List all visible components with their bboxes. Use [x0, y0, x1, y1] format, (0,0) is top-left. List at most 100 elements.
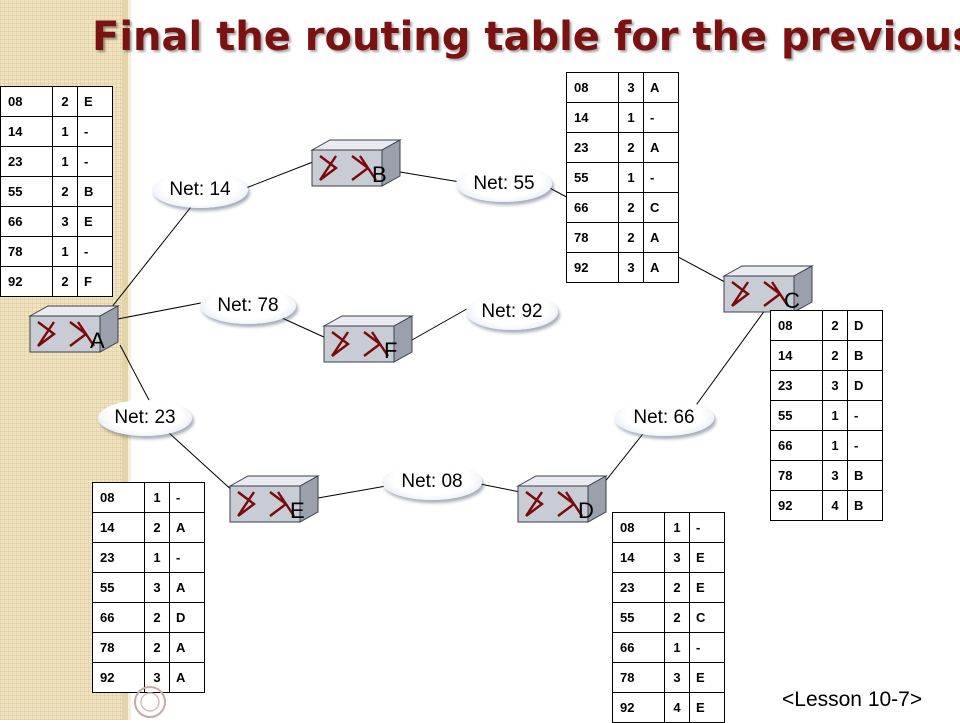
- table-cell-network: 55: [612, 602, 665, 633]
- table-cell-hops: 4: [664, 692, 690, 723]
- table-cell-next-router: A: [643, 222, 679, 253]
- table-cell-network: 14: [770, 340, 823, 371]
- network-14[interactable]: Net: 14: [152, 172, 248, 208]
- link-net08-d: [479, 483, 521, 493]
- table-cell-next-router: -: [689, 512, 725, 543]
- table-cell-network: 23: [566, 132, 619, 163]
- network-78[interactable]: Net: 78: [200, 288, 296, 324]
- table-cell-network: 66: [0, 206, 53, 237]
- side-strip-edge: [122, 0, 128, 720]
- network-55[interactable]: Net: 55: [456, 166, 552, 202]
- link-d-net66: [599, 429, 647, 489]
- seal-logo: [134, 686, 166, 718]
- network-08-label: Net: 08: [401, 471, 463, 492]
- page-title: Final the routing table for the previous: [92, 14, 960, 60]
- table-cell-network: 78: [612, 662, 665, 693]
- network-23-label: Net: 23: [114, 407, 176, 428]
- table-cell-hops: 2: [52, 266, 78, 297]
- router-b[interactable]: B: [306, 138, 402, 190]
- table-cell-hops: 2: [618, 222, 644, 253]
- table-cell-hops: 1: [52, 236, 78, 267]
- table-cell-hops: 2: [664, 572, 690, 603]
- table-cell-hops: 2: [664, 602, 690, 633]
- router-c-icon: [722, 265, 814, 313]
- table-cell-hops: 1: [822, 430, 848, 461]
- table-cell-hops: 3: [52, 206, 78, 237]
- router-c[interactable]: C: [718, 264, 814, 316]
- link-b-net55: [399, 171, 461, 183]
- table-cell-next-router: E: [689, 692, 725, 723]
- table-cell-hops: 1: [664, 512, 690, 543]
- table-cell-network: 08: [0, 86, 53, 117]
- network-23[interactable]: Net: 23: [98, 400, 192, 436]
- table-cell-hops: 1: [144, 482, 170, 513]
- table-cell-network: 92: [0, 266, 53, 297]
- link-a-net23: [119, 344, 151, 403]
- table-cell-next-router: -: [643, 102, 679, 133]
- table-cell-hops: 3: [664, 542, 690, 573]
- table-cell-next-router: A: [643, 252, 679, 283]
- table-cell-hops: 3: [144, 572, 170, 603]
- table-cell-next-router: -: [77, 116, 113, 147]
- router-b-label: B: [372, 162, 387, 187]
- table-cell-next-router: -: [643, 162, 679, 193]
- table-cell-hops: 2: [822, 310, 848, 341]
- network-66[interactable]: Net: 66: [614, 400, 714, 436]
- router-d[interactable]: D: [512, 474, 608, 526]
- table-cell-next-router: D: [847, 310, 883, 341]
- router-f-label: F: [384, 338, 398, 363]
- table-cell-network: 23: [92, 542, 145, 573]
- link-a-net14: [99, 192, 203, 323]
- table-cell-next-router: B: [847, 340, 883, 371]
- table-cell-next-router: E: [77, 86, 113, 117]
- table-cell-network: 23: [0, 146, 53, 177]
- table-cell-next-router: B: [77, 176, 113, 207]
- network-92[interactable]: Net: 92: [466, 294, 558, 330]
- table-cell-network: 78: [0, 236, 53, 267]
- link-e-net08: [317, 485, 387, 499]
- table-cell-network: 66: [612, 632, 665, 663]
- network-08[interactable]: Net: 08: [382, 464, 482, 500]
- link-net23-e: [167, 431, 237, 495]
- table-cell-network: 08: [566, 72, 619, 103]
- table-cell-next-router: D: [847, 370, 883, 401]
- table-cell-network: 92: [92, 662, 145, 693]
- table-cell-next-router: A: [169, 632, 205, 663]
- table-cell-network: 66: [566, 192, 619, 223]
- table-cell-network: 08: [612, 512, 665, 543]
- network-92-label: Net: 92: [481, 301, 543, 322]
- router-a[interactable]: A: [24, 304, 120, 356]
- table-cell-hops: 1: [52, 146, 78, 177]
- table-cell-network: 14: [612, 542, 665, 573]
- table-cell-next-router: E: [77, 206, 113, 237]
- table-cell-network: 55: [770, 400, 823, 431]
- table-cell-hops: 2: [144, 512, 170, 543]
- router-c-label: C: [784, 288, 800, 313]
- table-cell-next-router: B: [847, 490, 883, 521]
- table-cell-next-router: E: [689, 662, 725, 693]
- table-cell-next-router: A: [643, 132, 679, 163]
- table-cell-next-router: A: [169, 572, 205, 603]
- table-cell-network: 23: [612, 572, 665, 603]
- router-e[interactable]: E: [224, 474, 320, 526]
- router-f[interactable]: F: [318, 314, 414, 366]
- table-cell-hops: 3: [822, 460, 848, 491]
- side-strip-highlight: [128, 0, 131, 720]
